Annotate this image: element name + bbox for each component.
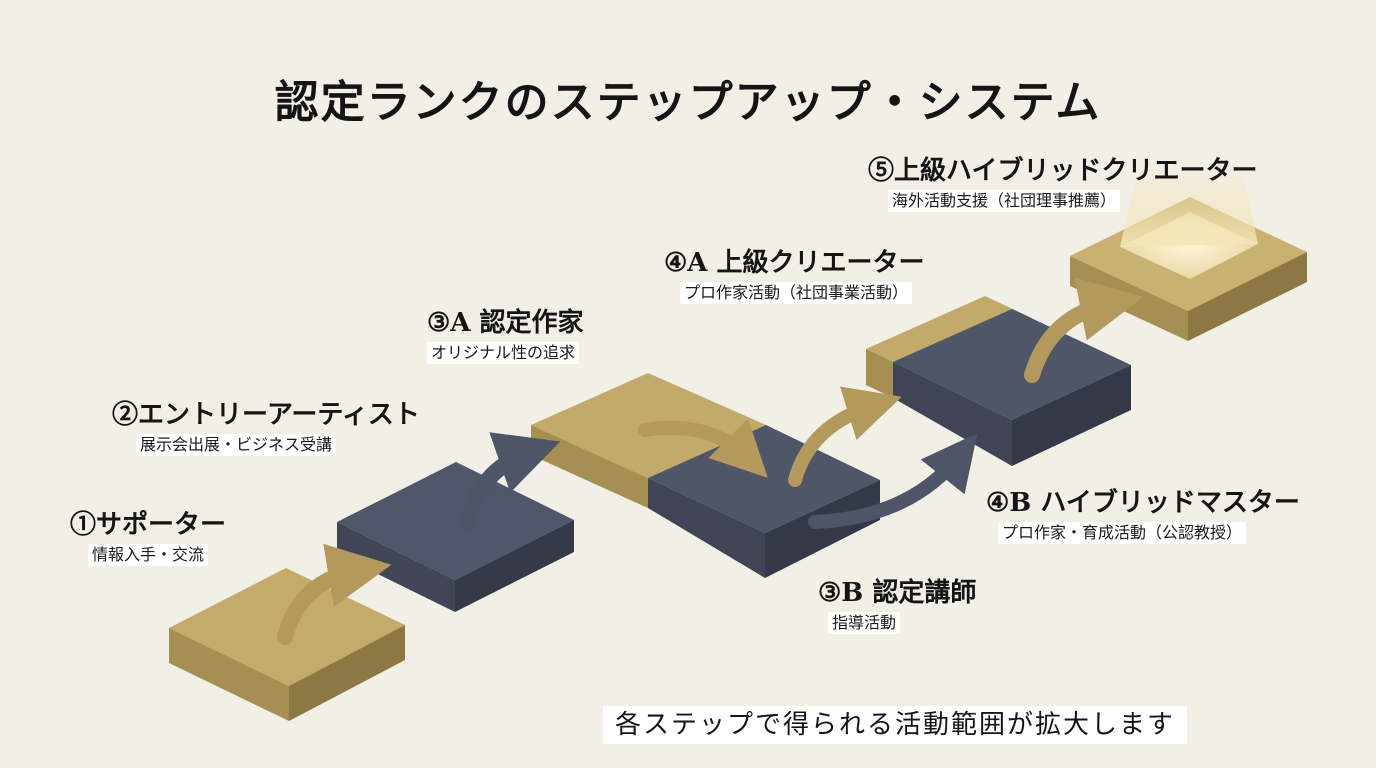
step-5-name: ⑤上級ハイブリッドクリエーター [868,156,1258,186]
label-step-3a: ③A 認定作家 オリジナル性の追求 [427,306,584,364]
label-step-3b: ③B 認定講師 指導活動 [818,576,976,634]
arrow-3b-to-4b [808,433,978,529]
step-4b-desc: プロ作家・育成活動（公認教授） [998,522,1247,544]
step-1-desc: 情報入手・交流 [88,544,209,566]
step-4b-name: ④B ハイブリッドマスター [986,488,1300,518]
arrow-1-to-2 [277,543,392,645]
label-step-4a: ④A 上級クリエーター プロ作家活動（社団事業活動） [664,246,925,304]
footer-caption: 各ステップで得られる活動範囲が拡大します [603,706,1188,744]
block-3-certified [531,373,880,578]
step-1-name: ①サポーター [70,510,227,540]
step-3a-name: ③A 認定作家 [427,308,584,338]
step-4a-desc: プロ作家活動（社団事業活動） [680,282,913,304]
page-title: 認定ランクのステップアップ・システム [274,77,1102,128]
step-4a-name: ④A 上級クリエーター [664,248,925,278]
label-step-1: ①サポーター 情報入手・交流 [70,508,226,566]
arrow-4-to-5 [1024,277,1144,383]
step-5-desc: 海外活動支援（社団理事推薦） [888,190,1121,212]
arrow-3-to-4a [788,386,902,487]
block-2-entry-artist [337,462,574,612]
label-step-5: ⑤上級ハイブリッドクリエーター 海外活動支援（社団理事推薦） [868,154,1257,212]
arrow-3a-to-3b [638,418,768,478]
step-3b-name: ③B 認定講師 [818,578,977,608]
label-step-2: ②エントリーアーティスト 展示会出展・ビジネス受講 [112,398,420,456]
arrow-2-to-3 [460,432,561,532]
step-2-name: ②エントリーアーティスト [112,400,420,430]
label-step-4b: ④B ハイブリッドマスター プロ作家・育成活動（公認教授） [986,486,1300,544]
step-3a-desc: オリジナル性の追求 [427,342,580,364]
block-4-advanced [866,296,1131,466]
step-3b-desc: 指導活動 [828,612,901,634]
step-2-desc: 展示会出展・ビジネス受講 [136,434,337,456]
